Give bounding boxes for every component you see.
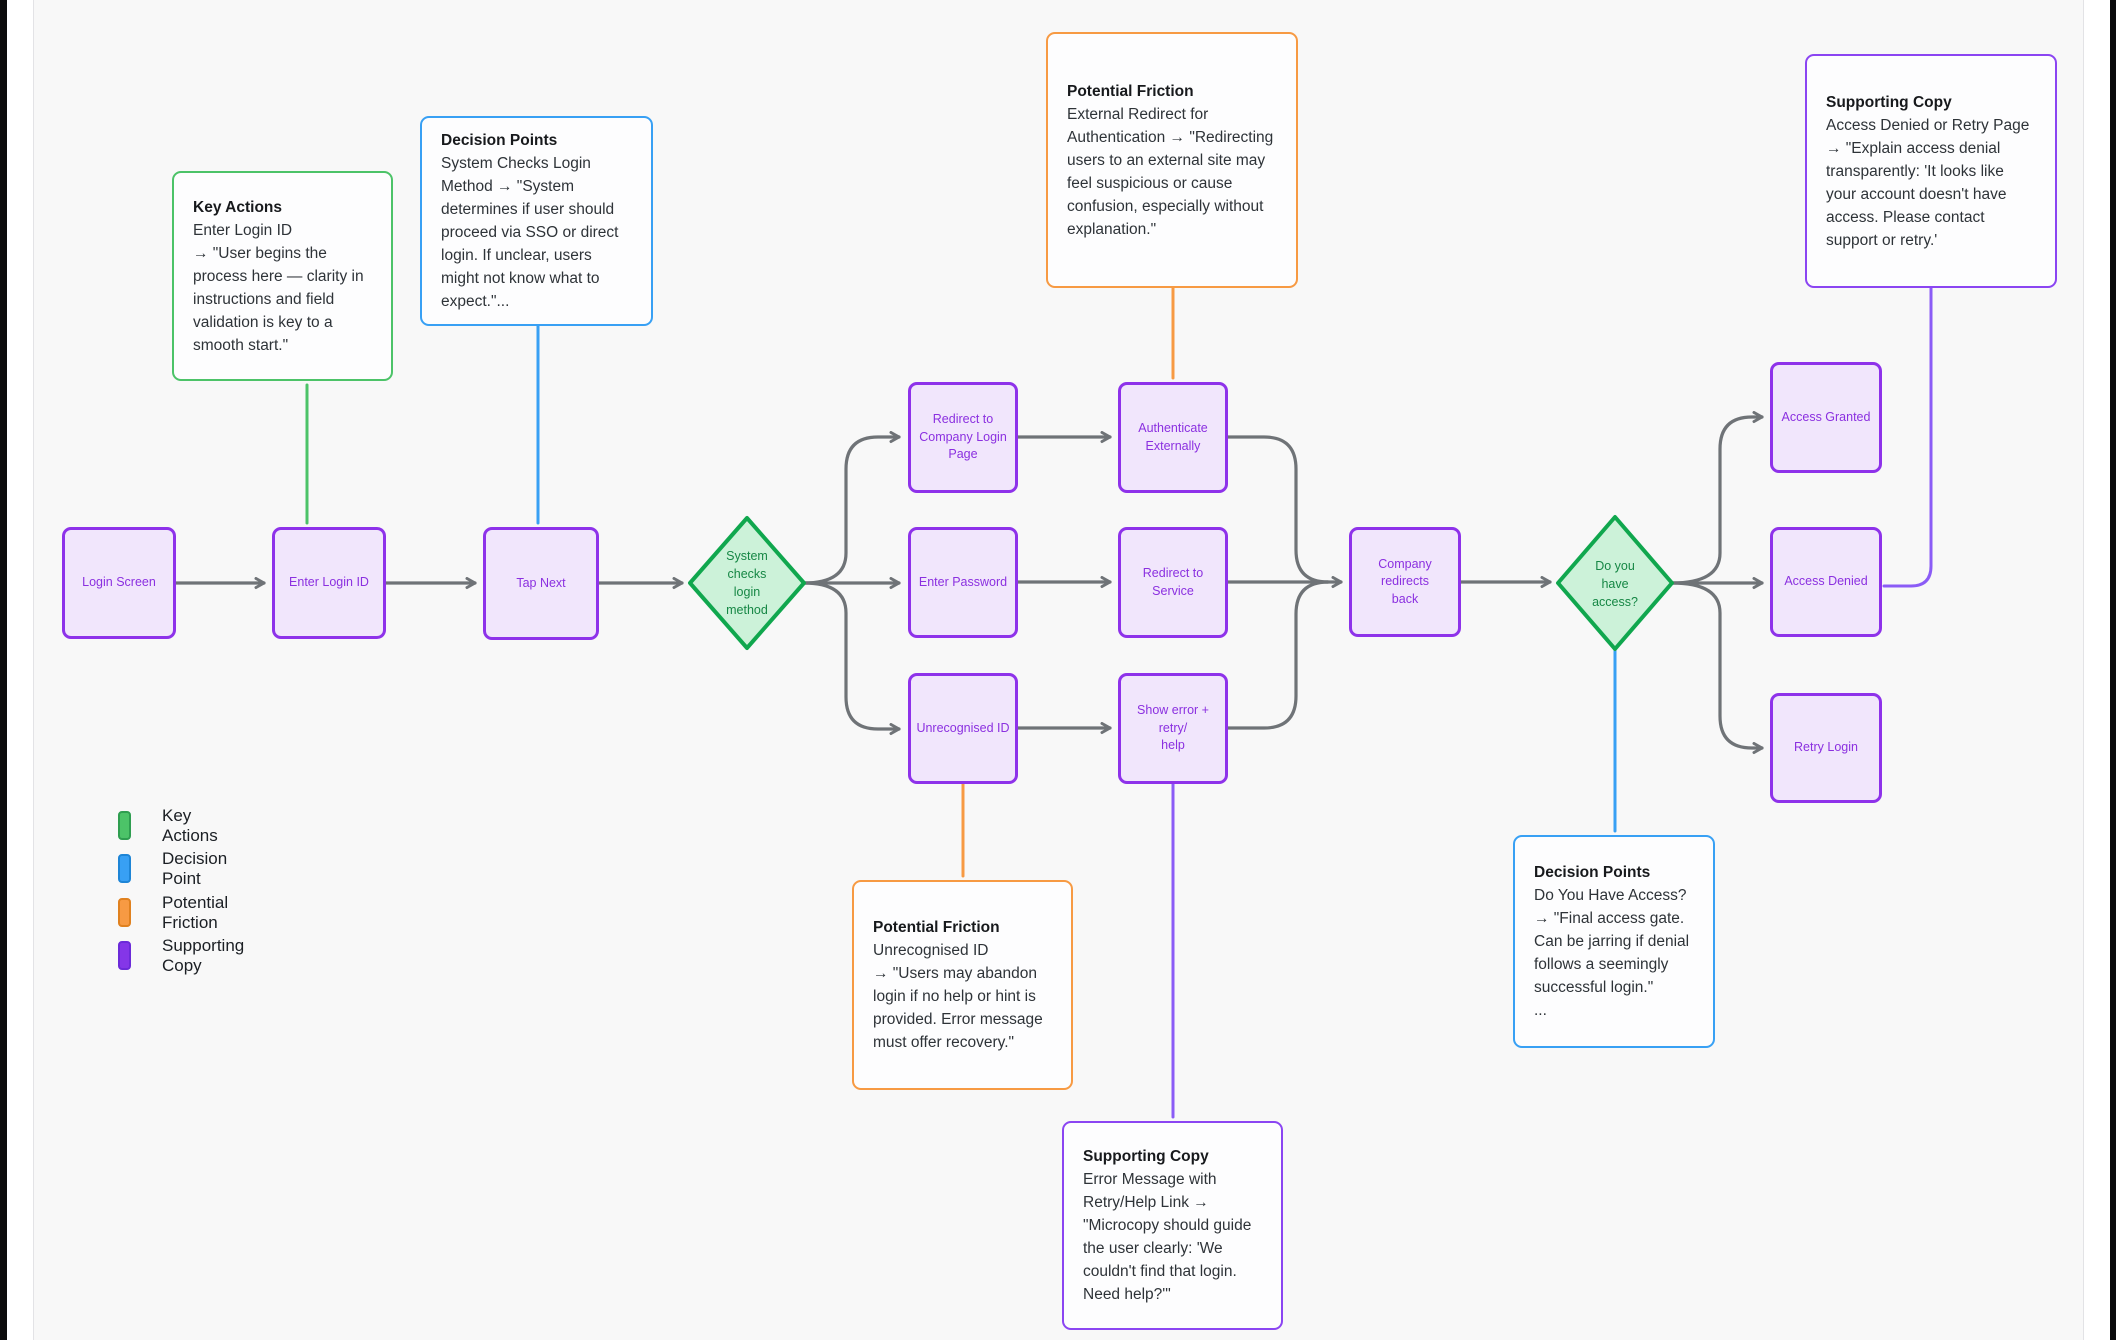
node-show-error-retry-help[interactable]: Show error + retry/ help — [1118, 673, 1228, 784]
legend-swatch-key-actions — [118, 811, 131, 840]
legend-label: Key Actions — [162, 805, 218, 845]
node-enter-password[interactable]: Enter Password — [908, 527, 1018, 638]
node-access-granted[interactable]: Access Granted — [1770, 362, 1882, 473]
screen-edge-left — [0, 0, 7, 1340]
annotation-title: Supporting Copy — [1826, 93, 1952, 111]
annotation-title: Decision Points — [441, 132, 558, 149]
node-authenticate-externally[interactable]: Authenticate Externally — [1118, 382, 1228, 493]
annotation-decision-points-bottom[interactable]: Decision Points Do You Have Access? → "F… — [1513, 835, 1715, 1048]
node-redirect-company-login[interactable]: Redirect to Company Login Page — [908, 382, 1018, 493]
node-retry-login[interactable]: Retry Login — [1770, 693, 1882, 803]
screen-edge-right — [2110, 0, 2116, 1340]
legend-item-decision-point: Decision Point — [118, 849, 227, 888]
annotation-supporting-copy-top[interactable]: Supporting Copy Access Denied or Retry P… — [1805, 54, 2057, 288]
diamond-label-have-access: Do you have access? — [1592, 558, 1638, 610]
annotation-potential-friction-top[interactable]: Potential Friction External Redirect for… — [1046, 32, 1298, 288]
legend-label: Potential Friction — [162, 892, 229, 932]
annotation-title: Key Actions — [193, 198, 283, 216]
node-access-denied[interactable]: Access Denied — [1770, 527, 1882, 637]
legend-swatch-potential-friction — [118, 898, 131, 927]
annotation-body: Enter Login ID → "User begins the proces… — [193, 221, 364, 354]
legend-swatch-decision-point — [118, 854, 131, 883]
annotation-body: Error Message with Retry/Help Link → "Mi… — [1083, 1171, 1252, 1303]
annotation-body: Access Denied or Retry Page → "Explain a… — [1826, 116, 2030, 249]
annotation-supporting-copy-bottom[interactable]: Supporting Copy Error Message with Retry… — [1062, 1121, 1283, 1330]
node-enter-login-id[interactable]: Enter Login ID — [272, 527, 386, 639]
annotation-title: Decision Points — [1534, 864, 1651, 881]
annotation-body: Do You Have Access? → "Final access gate… — [1534, 887, 1690, 1019]
annotation-body: Unrecognised ID → "Users may abandon log… — [873, 942, 1043, 1051]
annotation-title: Potential Friction — [873, 919, 1000, 936]
annotation-decision-points-top[interactable]: Decision Points System Checks Login Meth… — [420, 116, 653, 326]
annotation-key-actions[interactable]: Key Actions Enter Login ID → "User begin… — [172, 171, 393, 381]
annotation-title: Potential Friction — [1067, 82, 1194, 100]
annotation-title: Supporting Copy — [1083, 1148, 1209, 1165]
annotation-potential-friction-bottom[interactable]: Potential Friction Unrecognised ID → "Us… — [852, 880, 1073, 1090]
node-tap-next[interactable]: Tap Next — [483, 527, 599, 640]
legend-item-key-actions: Key Actions — [118, 806, 218, 845]
legend-swatch-supporting-copy — [118, 941, 131, 970]
node-login-screen[interactable]: Login Screen — [62, 527, 176, 639]
legend-label: Decision Point — [162, 848, 228, 888]
node-redirect-to-service[interactable]: Redirect to Service — [1118, 527, 1228, 638]
node-unrecognised-id[interactable]: Unrecognised ID — [908, 673, 1018, 784]
annotation-body: External Redirect for Authentication → "… — [1067, 105, 1274, 238]
diamond-label-system-checks: System checks login method — [726, 548, 768, 618]
annotation-body: System Checks Login Method → "System det… — [441, 155, 619, 310]
legend-label: Supporting Copy — [162, 935, 245, 975]
legend-item-potential-friction: Potential Friction — [118, 893, 228, 932]
node-company-redirects-back[interactable]: Company redirects back — [1349, 527, 1461, 637]
legend-item-supporting-copy: Supporting Copy — [118, 936, 244, 975]
